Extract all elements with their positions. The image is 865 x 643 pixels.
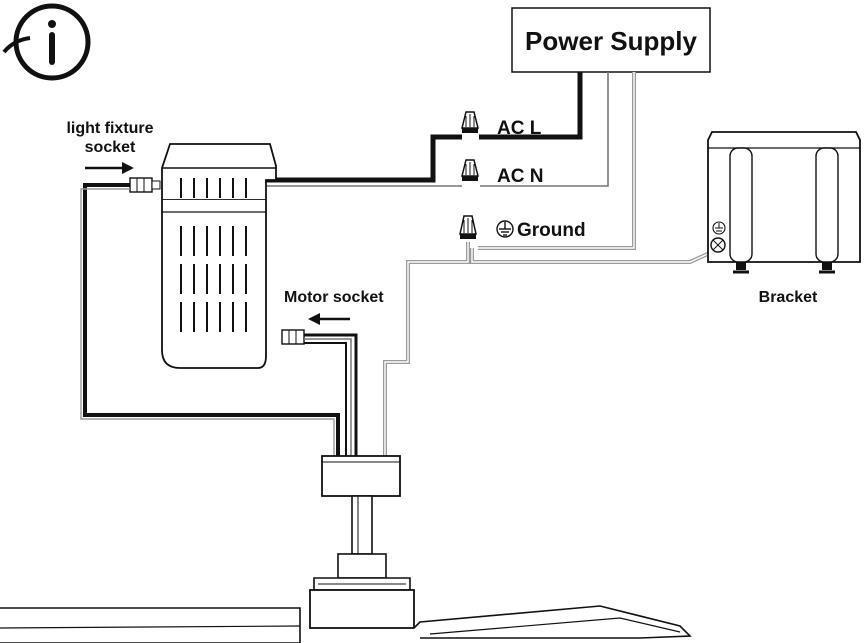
mounting-bracket	[707, 131, 861, 274]
ground-symbol-icon	[496, 220, 514, 238]
motor-socket-connector	[281, 329, 358, 456]
info-icon	[2, 3, 91, 81]
light-fixture-label-line2: socket	[85, 139, 136, 156]
power-supply-label: Power Supply	[525, 26, 697, 56]
wire-ground-downrod	[383, 242, 470, 456]
wire-ac-n	[266, 72, 609, 187]
motor-socket-arrow	[308, 313, 350, 325]
wire-nut-ground	[459, 215, 477, 239]
fan-assembly	[0, 455, 692, 643]
light-fixture-label-line1: light fixture	[66, 120, 153, 137]
wire-ground-supply	[478, 72, 636, 250]
ac-n-label: AC N	[497, 166, 543, 187]
light-fixture-connector	[80, 177, 340, 456]
power-supply-box: Power Supply	[511, 7, 711, 73]
motor-socket-label: Motor socket	[284, 289, 384, 306]
wire-nut-ac-l	[461, 111, 479, 133]
light-fixture-arrow	[85, 162, 134, 174]
wire-nut-ac-n	[461, 159, 479, 181]
ac-l-label: AC L	[497, 118, 542, 139]
switch-housing	[161, 143, 277, 369]
ground-label: Ground	[517, 220, 586, 241]
wire-ac-l	[266, 72, 583, 183]
bracket-label: Bracket	[759, 289, 818, 306]
wire-ground-bracket	[470, 248, 713, 264]
